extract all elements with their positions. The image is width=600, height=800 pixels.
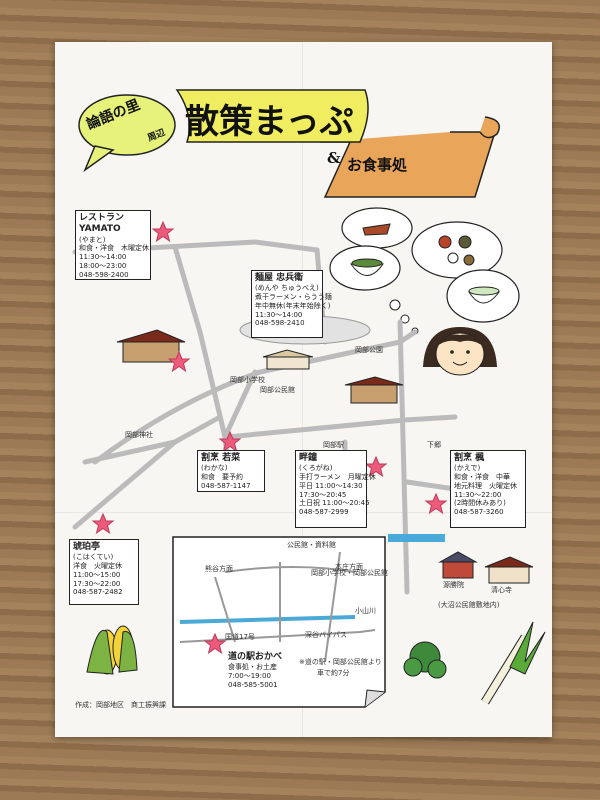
restaurant-yamato: レストランYAMATO (やまと) 和食・洋食 木曜定休 11:30～14:00… bbox=[75, 210, 151, 280]
corn-illustration bbox=[86, 625, 138, 675]
shrine-label: 岡部神社 bbox=[125, 431, 153, 439]
hall-label: 公民館・資料館 bbox=[287, 541, 336, 549]
note-2: 車で約7分 bbox=[317, 669, 350, 677]
restaurant-name: 琥珀亭 bbox=[73, 542, 101, 552]
restaurant-kohakutei: 琥珀亭 (こはくてい) 洋食 火曜定休 11:00～15:00 17:30～22… bbox=[69, 539, 139, 605]
main-title: 散策まっぷ bbox=[185, 102, 354, 142]
library-label: 岡部公民館 bbox=[260, 386, 295, 394]
restaurant-name: レストランYAMATO bbox=[79, 213, 125, 235]
footer-credit: 作成：岡部地区 商工振興課 bbox=[75, 701, 166, 709]
restaurant-name: 畔鐘 bbox=[299, 453, 318, 463]
bubble-shape bbox=[78, 94, 176, 173]
note-1: ※道の駅・岡部公民館より bbox=[299, 658, 382, 666]
title-scroll bbox=[175, 89, 500, 198]
restaurant-kaede: 割烹 楓 (かえで) 和食・洋食 中華 地元料理 火曜定休 11:30～22:0… bbox=[450, 450, 526, 528]
route17-label: 国道17号 bbox=[225, 633, 255, 641]
restaurant-chubei: 麺屋 忠兵衛 (めんや ちゅうべえ) 煮干ラーメン・らうう麺 年中無休(年末年始… bbox=[251, 270, 332, 338]
sub-title: お食事処 bbox=[347, 156, 408, 174]
park-label: 岡部公園 bbox=[355, 346, 383, 354]
river-label: 小山川 bbox=[355, 607, 376, 615]
food-thought-bubbles bbox=[329, 207, 520, 335]
school-label: 岡部小学校 bbox=[230, 376, 265, 384]
fold-line-vertical bbox=[302, 42, 303, 737]
bypass-label: 深谷バイパス bbox=[305, 631, 347, 639]
kumagaya-label: 熊谷方面 bbox=[205, 565, 233, 573]
restaurant-kurogane: 畔鐘 (くろがね) 手打ラーメン 月曜定休 平日 11:00～14:30 17:… bbox=[295, 450, 376, 528]
vegetable-illustration bbox=[403, 621, 546, 705]
michinoeki-okabe: 道の駅おかべ 食事処・お土産 7:00～19:00 048-585-5001 bbox=[225, 650, 289, 698]
restaurant-markers bbox=[91, 220, 448, 655]
city-label: (大沼公民館敷地内) bbox=[438, 601, 500, 609]
top-label: 岡部小学校・岡部公民館 bbox=[311, 569, 388, 577]
temple-2-label: 清心寺 bbox=[491, 586, 512, 594]
restaurant-name: 麺屋 忠兵衛 bbox=[255, 273, 304, 283]
honjo-label: 本庄方面 bbox=[335, 563, 363, 571]
girl-face-illustration bbox=[423, 327, 497, 376]
restaurant-name: 道の駅おかべ bbox=[228, 652, 283, 662]
restaurant-name: 割烹 楓 bbox=[454, 453, 485, 463]
inset-map bbox=[172, 536, 386, 708]
restaurant-wakana: 割烹 若菜 (わかな) 和食 要予約 048-587-1147 bbox=[197, 450, 265, 492]
east-label: 下郷 bbox=[427, 441, 441, 449]
amp-symbol: & bbox=[327, 149, 341, 167]
station-label: 岡部駅 bbox=[323, 441, 344, 449]
restaurant-name: 割烹 若菜 bbox=[201, 453, 241, 463]
temple-illustration bbox=[116, 329, 534, 584]
walking-map bbox=[72, 89, 546, 708]
temple-1-label: 源勝院 bbox=[443, 581, 464, 589]
map-paper: 論語の里 周辺 散策まっぷ & お食事処 レストランYAMATO (やまと) 和… bbox=[55, 42, 552, 737]
